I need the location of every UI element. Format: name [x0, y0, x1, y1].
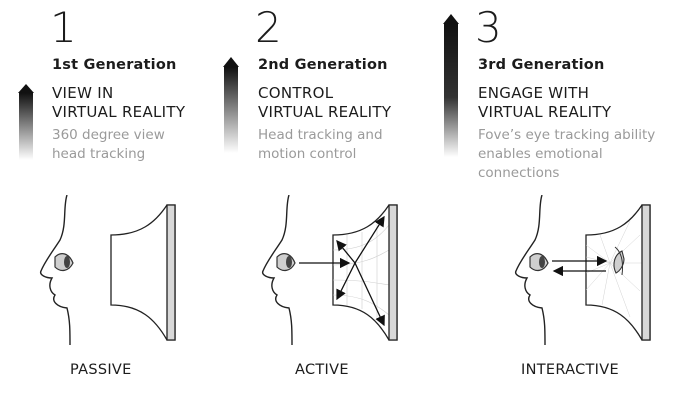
passive-illustration	[15, 195, 241, 345]
eye-3	[529, 253, 549, 272]
generation-2-number: 2	[255, 3, 282, 52]
generation-2-description-line-1: Head tracking and	[258, 127, 383, 143]
generation-2-arrow-bar	[223, 57, 239, 153]
pupil-3	[539, 256, 545, 268]
generation-3-label: INTERACTIVE	[521, 362, 619, 378]
face-profile-1	[39, 195, 71, 345]
generation-3-headline: ENGAGE WITH VIRTUAL REALITY	[478, 84, 611, 122]
control-arrow-down-right	[354, 262, 385, 327]
eye-1	[54, 253, 74, 272]
generation-3-description: Fove’s eye tracking ability enables emot…	[478, 126, 655, 183]
generation-1-title: 1st Generation	[52, 57, 177, 73]
active-illustration	[237, 195, 463, 345]
generation-2-headline-line-2: VIRTUAL REALITY	[258, 103, 392, 121]
generation-3-headline-line-2: VIRTUAL REALITY	[478, 103, 612, 121]
generation-3-description-line-1: Fove’s eye tracking ability	[478, 127, 656, 143]
interactive-illustration	[490, 195, 678, 345]
screen-3	[585, 204, 651, 341]
generation-3-description-line-2: enables emotional	[478, 146, 603, 162]
face-profile-2	[261, 195, 293, 345]
control-arrow-down-left	[336, 262, 356, 301]
pupil-2	[286, 256, 292, 268]
generation-1-headline-line-2: VIRTUAL REALITY	[52, 103, 186, 121]
control-arrow-up-left	[336, 239, 356, 264]
screen-2	[332, 204, 398, 341]
generation-1-number: 1	[50, 3, 77, 52]
pupil-1	[64, 256, 70, 268]
generation-3-title: 3rd Generation	[478, 57, 605, 73]
face-profile-3	[514, 195, 546, 345]
generation-2-label: ACTIVE	[295, 362, 349, 378]
eye-2	[276, 253, 296, 272]
generation-2-title: 2nd Generation	[258, 57, 388, 73]
generation-2-headline: CONTROL VIRTUAL REALITY	[258, 84, 391, 122]
generation-2-description: Head tracking and motion control	[258, 126, 383, 164]
generation-2-description-line-2: motion control	[258, 146, 357, 162]
generation-1-description: 360 degree view head tracking	[52, 126, 165, 164]
generation-3-arrow-bar	[443, 14, 459, 157]
generation-1-label: PASSIVE	[70, 362, 132, 378]
generation-3-number: 3	[475, 3, 502, 52]
generation-2-headline-line-1: CONTROL	[258, 84, 334, 102]
generation-3-description-line-3: connections	[478, 165, 560, 181]
generation-1-description-line-2: head tracking	[52, 146, 146, 162]
control-arrow-up-right	[354, 215, 385, 264]
screen-1	[110, 204, 176, 341]
generation-1-arrow-bar	[18, 84, 34, 160]
generation-1-description-line-1: 360 degree view	[52, 127, 165, 143]
generation-1-headline: VIEW IN VIRTUAL REALITY	[52, 84, 185, 122]
generation-3-headline-line-1: ENGAGE WITH	[478, 84, 590, 102]
generation-1-headline-line-1: VIEW IN	[52, 84, 114, 102]
